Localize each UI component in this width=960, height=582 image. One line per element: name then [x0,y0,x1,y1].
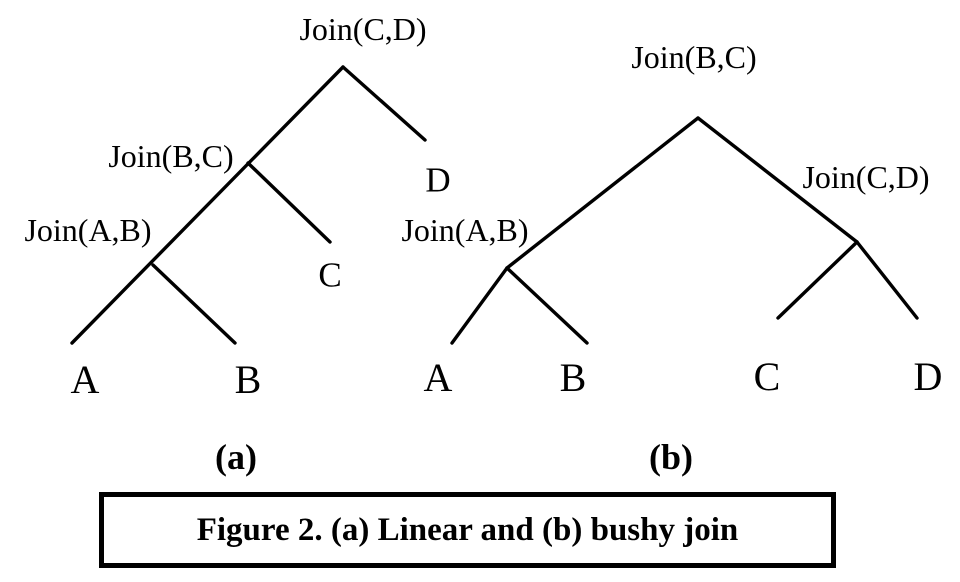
bushy-join-tree-node-join-c-d: Join(C,D) [802,159,930,195]
bushy-join-tree-edge-0 [505,116,700,270]
bushy-join-tree-node-c: C [753,354,781,399]
bushy-join-tree-node-join-b-c: Join(B,C) [631,39,757,75]
subcaption-a: (a) [215,437,257,477]
bushy-join-tree-edge-5 [855,240,919,320]
bushy-join-tree-edge-4 [776,240,859,320]
caption-text: Figure 2. (a) Linear and (b) bushy join [196,511,739,548]
linear-join-tree-edge-1 [341,65,427,142]
bushy-join-tree-node-b: B [559,355,587,400]
linear-join-tree-edge-0 [70,65,345,345]
linear-join-tree-node-c: C [318,255,342,295]
bushy-join-tree-edge-1 [450,266,509,345]
linear-join-tree-edge-2 [246,161,332,244]
bushy-join-tree-node-d: D [913,354,943,399]
linear-join-tree-node-join-c-d: Join(C,D) [299,11,427,47]
bushy-join-tree-node-join-a-b: Join(A,B) [401,212,529,248]
linear-join-tree-node-d: D [425,160,451,200]
linear-join-tree-node-b: B [234,357,262,402]
linear-join-tree-node-a: A [70,357,100,402]
bushy-join-tree-node-a: A [423,355,453,400]
bushy-join-tree-edge-2 [505,266,589,345]
caption-box: Figure 2. (a) Linear and (b) bushy join [99,492,836,568]
linear-join-tree-edge-3 [151,263,237,345]
linear-join-tree-node-join-a-b: Join(A,B) [24,212,152,248]
linear-join-tree-node-join-b-c: Join(B,C) [108,138,234,174]
subcaption-b: (b) [649,437,693,477]
